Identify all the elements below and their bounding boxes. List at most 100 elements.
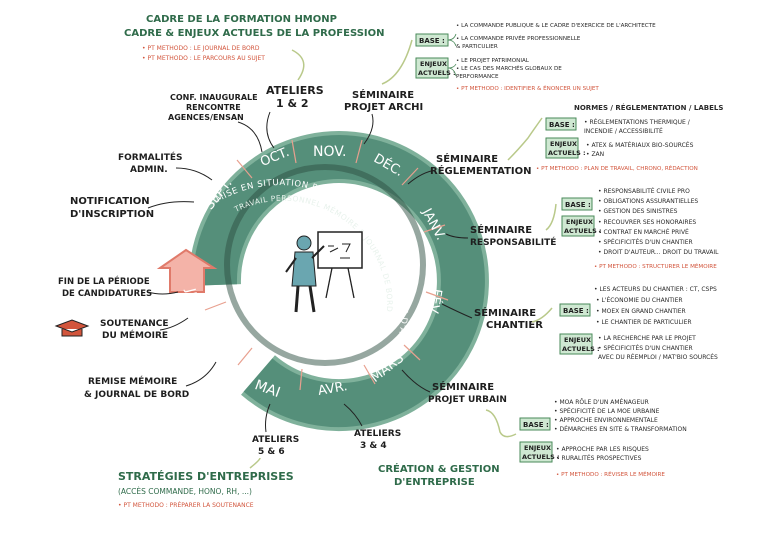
fin-candidatures-line2: DE CANDIDATURES [62,289,152,299]
urbain-notes: BASE : • MOA RÔLE D'UN AMÉNAGEUR • SPÉCI… [485,398,687,478]
header-pt2: • PT METHODO : LE PARCOURS AU SUJET [142,55,265,62]
archi-notes: BASE : • LA COMMANDE PUBLIQUE & LE CADRE… [381,23,656,92]
resp-base-label: BASE : [565,201,591,209]
conf-line2: RENCONTRE [186,103,241,112]
resp-pt: • PT METHODO : STRUCTURER LE MÉMOIRE [594,262,717,270]
archi-base-2: • LA COMMANDE PRIVÉE PROFESSIONNELLE [456,34,581,42]
strategies-line2: (ACCÈS COMMANDE, HONO, RH, ...) [118,487,252,496]
ateliers34-line2: 3 & 4 [360,441,387,451]
regl-enjeux-label1: ENJEUX [550,140,577,148]
archi-base-1: • LA COMMANDE PUBLIQUE & LE CADRE D'EXER… [456,23,656,29]
fin-candidatures-line1: FIN DE LA PÉRIODE [58,275,150,287]
resp-base-1: • RESPONSABILITÉ CIVILE PRO [598,187,690,195]
seminaire-archi-line1: SÉMINAIRE [352,88,414,101]
resp-notes: BASE : • RESPONSABILITÉ CIVILE PRO • OBL… [545,187,719,270]
seminaire-chantier-line2: CHANTIER [486,320,543,331]
regl-base-2: INCENDIE / ACCESSIBILITÉ [584,127,663,135]
chantier-base-box [559,303,591,317]
seminaire-regl-line1: SÉMINAIRE [436,152,498,165]
seminaire-urbain-line2: PROJET URBAIN [428,395,507,405]
remise-line2: & JOURNAL DE BORD [84,390,189,400]
urbain-base-label: BASE : [523,421,549,429]
resp-base-box [561,197,593,211]
chantier-enjeux-1: • LA RECHERCHE PAR LE PROJET [598,335,696,342]
creation-line1: CRÉATION & GESTION [378,462,500,475]
urbain-enjeux-1: • APPROCHE PAR LES RISQUES [556,446,649,453]
header-line1: CADRE DE LA FORMATION HMONP [146,14,337,25]
notification-line2: D'INSCRIPTION [70,209,154,220]
month-nov: NOV. [313,144,346,160]
conf-line3: AGENCES/ENSAN [168,113,244,122]
creation-line2: D'ENTREPRISE [394,477,475,488]
archi-enjeux-2: • LE CAS DES MARCHÉS GLOBAUX DE [456,64,562,72]
cycle-arrow [156,248,218,293]
archi-enjeux-3: PERFORMANCE [456,74,499,80]
strategies-pt: • PT METHODO : PRÉPARER LA SOUTENANCE [118,501,254,509]
archi-enjeux-label1: ENJEUX [420,60,447,68]
urbain-enjeux-label1: ENJEUX [524,444,551,452]
resp-enjeux-3: • SPÉCIFICITÉS D'UN CHANTIER [598,238,693,246]
seminaire-resp-line1: SÉMINAIRE [470,223,532,236]
ateliers56-line1: ATELIERS [252,435,299,445]
ateliers34-line1: ATELIERS [354,429,401,439]
urbain-base-box [519,417,551,431]
regl-base-box [545,117,577,131]
chantier-enjeux-label1: ENJEUX [564,336,591,344]
urbain-pt: • PT METHODO : RÉVISER LE MÉMOIRE [556,470,665,478]
month-juil: JUIL. [182,286,204,318]
seminaire-regl-line2: RÉGLEMENTATION [430,164,532,177]
chantier-enjeux-box [559,333,593,355]
urbain-enjeux-box [519,441,553,463]
ateliers56-line2: 5 & 6 [258,447,285,457]
regl-notes: NORMES / RÉGLEMENTATION / LABELS BASE : … [507,103,723,172]
regl-title: NORMES / RÉGLEMENTATION / LABELS [574,103,723,112]
chantier-base-0: • LES ACTEURS DU CHANTIER : CT, CSPS [594,286,717,293]
presenter-figure [285,231,363,313]
resp-enjeux-1: • RECOUVRER SES HONORAIRES [598,219,696,226]
resp-enjeux-label2: ACTUELS : [564,227,602,235]
strategies-line1: STRATÉGIES D'ENTREPRISES [118,470,294,483]
resp-base-2: • OBLIGATIONS ASSURANTIELLES [598,198,698,205]
soutenance-line1: SOUTENANCE [100,319,169,329]
header: CADRE DE LA FORMATION HMONP CADRE & ENJE… [124,14,385,81]
regl-base-1: • RÉGLEMENTATIONS THERMIQUE / [584,118,691,126]
seminaire-archi-line2: PROJET ARCHI [344,102,423,113]
regl-enjeux-2: • ZAN [586,151,604,158]
resp-enjeux-label1: ENJEUX [566,218,593,226]
archi-base-label: BASE : [419,37,445,45]
urbain-base-3: • APPROCHE ENVIRONNEMENTALE [554,417,658,424]
month-avr: AVR. [317,379,349,399]
resp-enjeux-4: • DROIT D'AUTEUR... DROIT DU TRAVAIL [598,249,719,256]
resp-base-3: • GESTION DES SINISTRES [598,208,678,215]
chantier-base-1: • L'ÉCONOMIE DU CHANTIER [596,296,683,304]
graduation-cap-icon [54,319,90,337]
chantier-base-label: BASE : [563,307,589,315]
left-events: CONF. INAUGURALE RENCONTRE AGENCES/ENSAN… [54,84,500,509]
archi-base-3: & PARTICULIER [456,44,498,50]
header-pt1: • PT METHODO : LE JOURNAL DE BORD [142,45,260,52]
regl-pt: • PT METHODO : PLAN DE TRAVAIL, CHRONO, … [536,164,698,172]
seminars: SÉMINAIRE PROJET ARCHI SÉMINAIRE RÉGLEME… [344,88,556,405]
remise-line1: REMISE MÉMOIRE [88,375,177,387]
month-fev: FÉV. [425,287,445,316]
chantier-notes: • LES ACTEURS DU CHANTIER : CT, CSPS BAS… [531,286,718,361]
chantier-base-2: • MOEX EN GRAND CHANTIER [596,308,686,315]
ateliers12-line2: 1 & 2 [276,97,309,110]
header-line2: CADRE & ENJEUX ACTUELS DE LA PROFESSION [124,28,385,39]
conf-line1: CONF. INAUGURALE [170,93,258,102]
regl-base-label: BASE : [549,121,575,129]
resp-enjeux-box [561,215,595,237]
seminaire-chantier-line1: SÉMINAIRE [474,306,536,319]
chantier-enjeux-2: • SPÉCIFICITÉS D'UN CHANTIER [598,344,693,352]
ateliers12-line1: ATELIERS [266,84,324,97]
resp-enjeux-2: • CONTRAT EN MARCHÉ PRIVÉ [598,228,689,236]
chantier-enjeux-label2: ACTUELS : [562,345,600,353]
seminaire-urbain-line1: SÉMINAIRE [432,380,494,393]
regl-enjeux-label2: ACTUELS : [548,149,586,157]
regl-enjeux-1: • ATEX & MATÉRIAUX BIO-SOURCÉS [586,141,694,149]
archi-enjeux-label2: ACTUELS : [418,69,456,77]
urbain-base-1: • MOA RÔLE D'UN AMÉNAGEUR [554,398,649,406]
seminaire-resp-line2: RESPONSABILITÉ [470,236,556,248]
formalites-line1: FORMALITÉS [118,151,183,163]
